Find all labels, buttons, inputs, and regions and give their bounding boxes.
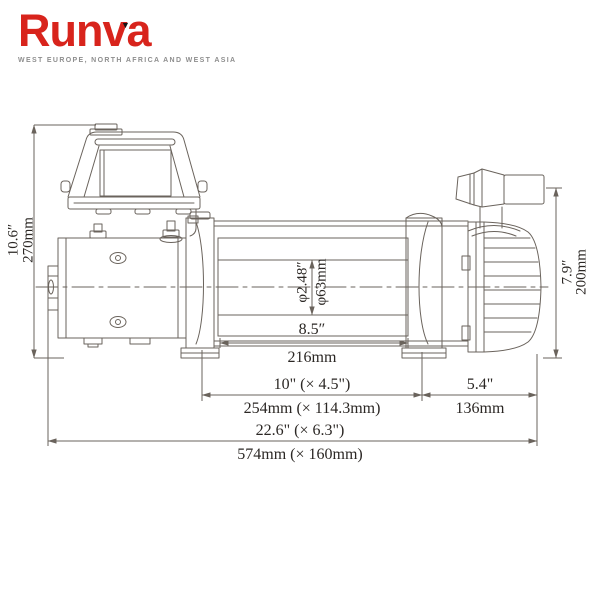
logo-accent-triangle: ▼ — [121, 20, 130, 30]
dim-gearbox-length-mm: 136mm — [456, 400, 505, 417]
motor-terminal-right — [166, 220, 176, 232]
dim-drum-length-inch: 8.5″ — [299, 321, 326, 338]
control-box-ear-left — [60, 180, 71, 193]
dim-clutch-height-mm: 200mm — [573, 249, 589, 295]
clutch-handle — [455, 168, 545, 237]
dim-gearbox-length-inch: 5.4" — [467, 376, 494, 393]
drum-support-left — [180, 211, 220, 359]
tie-bars — [213, 220, 469, 347]
gearbox — [461, 221, 542, 353]
dim-overall-height: 10.6″ 270mm — [5, 124, 96, 359]
dim-gearbox-length: 5.4" 136mm — [421, 354, 538, 446]
dim-drum-diameter-mm: φ63mm — [313, 258, 329, 305]
dim-drum-diameter: φ2.48″ φ63mm — [294, 258, 329, 316]
dim-drum-length: 8.5″ 216mm — [219, 321, 409, 366]
control-box-panel — [99, 149, 172, 197]
dim-drum-diameter-inch: φ2.48″ — [294, 261, 310, 302]
dim-mount-length-mm: 254mm (× 114.3mm) — [244, 400, 381, 417]
motor-face-screw-top — [109, 252, 127, 264]
dim-drum-length-mm: 216mm — [288, 349, 337, 366]
motor — [47, 220, 187, 348]
drum-support-right — [401, 212, 447, 359]
dim-mount-length-inch: 10" (× 4.5") — [274, 376, 351, 393]
dim-clutch-height: 7.9″ 200mm — [543, 187, 589, 359]
control-box-ear-right — [197, 180, 208, 193]
motor-terminal-left — [93, 223, 103, 233]
control-box-conduit — [189, 208, 197, 237]
dim-mount-length: 10" (× 4.5") 254mm (× 114.3mm) — [201, 350, 423, 417]
brand-tagline: WEST EUROPE, NORTH AFRICA AND WEST ASIA — [18, 57, 237, 64]
control-box-slot — [94, 138, 176, 146]
dim-clutch-height-inch: 7.9″ — [559, 260, 575, 285]
dim-overall-height-inch: 10.6″ — [5, 224, 21, 257]
motor-face-screw-bottom — [109, 316, 127, 328]
brand-name: Runva — [18, 5, 152, 56]
dim-overall-length-mm: 574mm (× 160mm) — [237, 446, 362, 463]
control-box — [60, 123, 208, 237]
motor-end-boss — [47, 265, 59, 311]
dim-overall-height-mm: 270mm — [20, 217, 36, 263]
dim-overall-length: 22.6" (× 6.3") 574mm (× 160mm) — [47, 310, 538, 463]
control-box-cap — [89, 128, 123, 136]
dim-overall-length-inch: 22.6" (× 6.3") — [256, 422, 345, 439]
runva-logo: Runva ▼ WEST EUROPE, NORTH AFRICA AND WE… — [18, 8, 236, 64]
